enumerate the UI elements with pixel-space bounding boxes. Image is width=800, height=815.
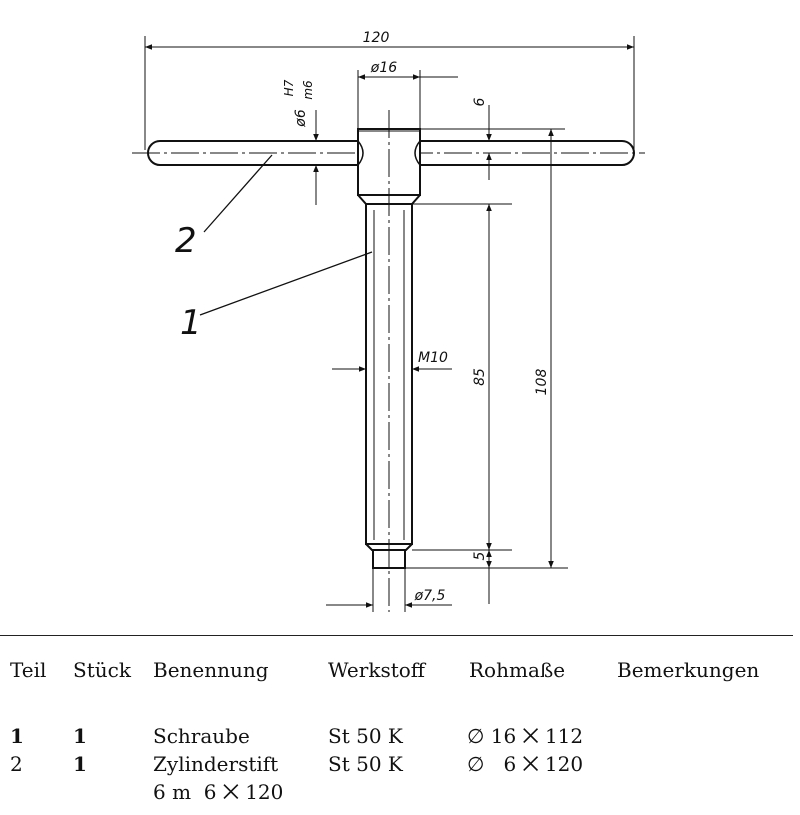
- header-werkstoff: Werkstoff: [328, 658, 425, 682]
- row1-werkstoff: St 50 K: [328, 724, 403, 748]
- table-top-rule: [0, 635, 793, 636]
- row1-benennung: Schraube: [153, 724, 250, 748]
- callout-part-1: 1: [180, 303, 202, 343]
- dim-overall-width: 120: [363, 30, 390, 46]
- header-bemerkungen: Bemerkungen: [617, 658, 760, 682]
- dim-total-length: 108: [534, 369, 550, 396]
- row1-stueck: 1: [73, 724, 87, 748]
- dim-shaft-length: 85: [472, 368, 488, 386]
- dim-handle-fit: ø6: [293, 109, 309, 128]
- dim-handle-fit-upper: H7: [282, 79, 296, 96]
- leader-part-1: [199, 251, 373, 316]
- callout-part-2: 2: [175, 221, 197, 261]
- leader-part-2: [203, 154, 273, 233]
- header-stueck: Stück: [73, 658, 131, 682]
- parts-list-table: Teil Stück Benennung Werkstoff Rohmaße B…: [0, 635, 800, 815]
- head-bore-right: [414, 140, 421, 166]
- row2-benennung-continuation: 6 m 6 ⨉ 120: [153, 780, 284, 804]
- dim-end-diameter: ø7,5: [414, 588, 446, 604]
- dim-head-diameter: ø16: [370, 60, 397, 76]
- dim-end-length: 5: [472, 551, 488, 560]
- dim-thread: M10: [418, 350, 448, 366]
- row2-werkstoff: St 50 K: [328, 752, 403, 776]
- header-rohmasse: Rohmaße: [469, 658, 566, 682]
- row2-stueck: 1: [73, 752, 87, 776]
- dim-head-height: 6: [472, 97, 488, 106]
- header-benennung: Benennung: [153, 658, 269, 682]
- technical-drawing: 120 ø16 6 ø6 H7 m6 M10 85 5 108 ø7,5 2 1: [132, 30, 645, 612]
- handle-pin-left: [147, 140, 358, 166]
- handle-pin-right: [420, 140, 635, 166]
- header-teil: Teil: [10, 658, 47, 682]
- row1-rohmasse: ∅ 16 ⨉ 112: [467, 724, 584, 748]
- head-bore-left: [357, 140, 364, 166]
- row2-benennung: Zylinderstift: [153, 752, 279, 776]
- row2-rohmasse: ∅ 6 ⨉ 120: [467, 752, 584, 776]
- row1-teil: 1: [10, 724, 24, 748]
- dim-handle-fit-lower: m6: [301, 80, 315, 100]
- row2-teil: 2: [10, 752, 23, 776]
